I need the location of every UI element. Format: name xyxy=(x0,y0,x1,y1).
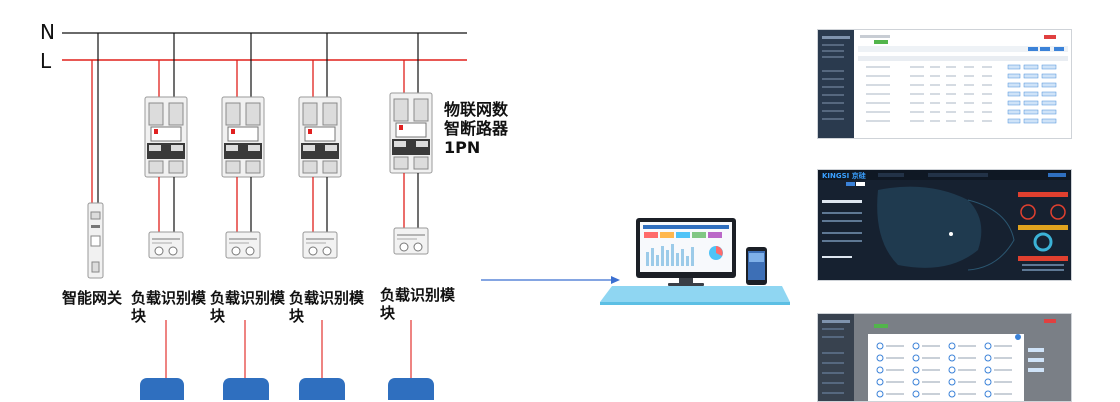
device-list-thumbnail xyxy=(817,29,1072,139)
gateway-device xyxy=(87,202,104,279)
breaker-branch-4 xyxy=(388,33,434,400)
breaker-branch-1 xyxy=(140,33,188,400)
live-bus-label: L xyxy=(40,49,52,73)
load-module-label-3: 负载识别模块 xyxy=(289,289,365,325)
load-module-label-1: 负载识别模块 xyxy=(131,289,207,325)
function-menu-thumbnail xyxy=(817,313,1072,402)
gateway-label: 智能网关 xyxy=(62,289,123,307)
map-dashboard-thumbnail: KINGSI 京硅 xyxy=(817,169,1072,281)
breaker-label: 物联网数智断路器1PN xyxy=(444,100,509,157)
neutral-bus-label: N xyxy=(40,20,55,44)
gateway-feed-wires xyxy=(91,33,99,207)
dashboard-brand: KINGSI 京硅 xyxy=(822,171,866,180)
signal-arrow xyxy=(481,276,620,284)
breaker-branch-2 xyxy=(221,33,269,400)
load-module-label-4: 负载识别模块 xyxy=(380,286,456,322)
breaker-branch-3 xyxy=(298,33,345,400)
load-module-label-2: 负载识别模块 xyxy=(210,289,286,325)
workstation-illustration xyxy=(600,218,790,305)
